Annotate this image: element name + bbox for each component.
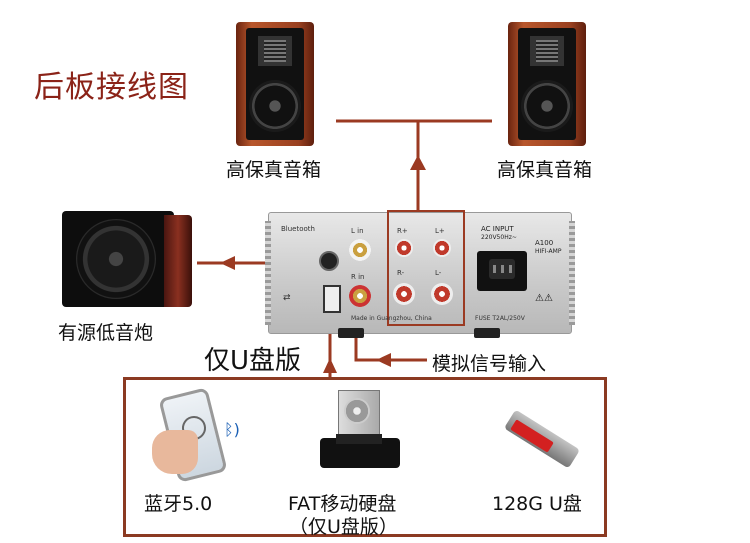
- speaker-right: [508, 22, 586, 146]
- l-minus-text: L-: [435, 269, 442, 277]
- source-label-usb-drive: 128G U盘: [492, 493, 582, 515]
- analog-input-label: 模拟信号输入: [432, 353, 547, 375]
- l-in-text: L in: [351, 227, 364, 235]
- ac-voltage-text: 220V50Hz~: [481, 234, 517, 241]
- model-text: A100: [535, 239, 554, 247]
- r-plus-terminal: [395, 239, 413, 257]
- ac-input-text: AC INPUT: [481, 225, 514, 233]
- speaker-terminals-highlight: [387, 210, 465, 326]
- usb-flash-drive-image: [500, 404, 581, 469]
- bluetooth-icon: ᛒ): [224, 420, 240, 439]
- r-plus-text: R+: [397, 227, 408, 235]
- input-sources-box: [123, 377, 607, 537]
- made-in-text: Made in Guangzhou, China: [351, 315, 432, 322]
- r-in-rca-jack: [349, 285, 371, 307]
- ac-power-socket: [477, 251, 527, 291]
- hifi-text: HIFI-AMP: [535, 248, 562, 255]
- u-only-label: 仅U盘版: [204, 346, 302, 376]
- source-label-hard-drive: FAT移动硬盘: [288, 493, 397, 515]
- speaker-right-label: 高保真音箱: [497, 159, 593, 181]
- subwoofer-label: 有源低音炮: [58, 322, 154, 344]
- bluetooth-antenna-jack: [319, 251, 339, 271]
- speaker-left-label: 高保真音箱: [226, 159, 322, 181]
- source-label-bluetooth: 蓝牙5.0: [144, 493, 213, 515]
- usb-icon: ⇄: [283, 293, 291, 303]
- l-plus-text: L+: [435, 227, 445, 235]
- usb-arrow: [323, 358, 337, 373]
- rear-panel: Bluetooth ⇄ L in R in R+ L+ R- L- Made i…: [265, 210, 575, 334]
- l-plus-terminal: [433, 239, 451, 257]
- hard-drive-dock-image: [318, 388, 402, 478]
- source-sublabel-hard-drive: （仅U盘版）: [289, 516, 398, 538]
- subwoofer: [54, 205, 194, 309]
- diagram-title: 后板接线图: [34, 70, 189, 105]
- r-in-text: R in: [351, 273, 365, 281]
- speaker-left: [236, 22, 314, 146]
- usb-port: [323, 285, 341, 313]
- panel-foot-left: [338, 328, 364, 338]
- l-in-rca-jack: [349, 239, 371, 261]
- l-minus-terminal: [431, 283, 453, 305]
- phone-bluetooth-image: ᛒ): [146, 387, 252, 483]
- bluetooth-text: Bluetooth: [281, 225, 315, 233]
- fuse-text: FUSE T2AL/250V: [475, 315, 525, 322]
- r-minus-terminal: [393, 283, 415, 305]
- warning-icon: ⚠⚠: [535, 293, 553, 304]
- r-minus-text: R-: [397, 269, 405, 277]
- panel-foot-right: [474, 328, 500, 338]
- analog-arrow: [376, 353, 391, 367]
- subwoofer-arrow: [220, 256, 235, 270]
- speaker-arrow: [410, 155, 426, 170]
